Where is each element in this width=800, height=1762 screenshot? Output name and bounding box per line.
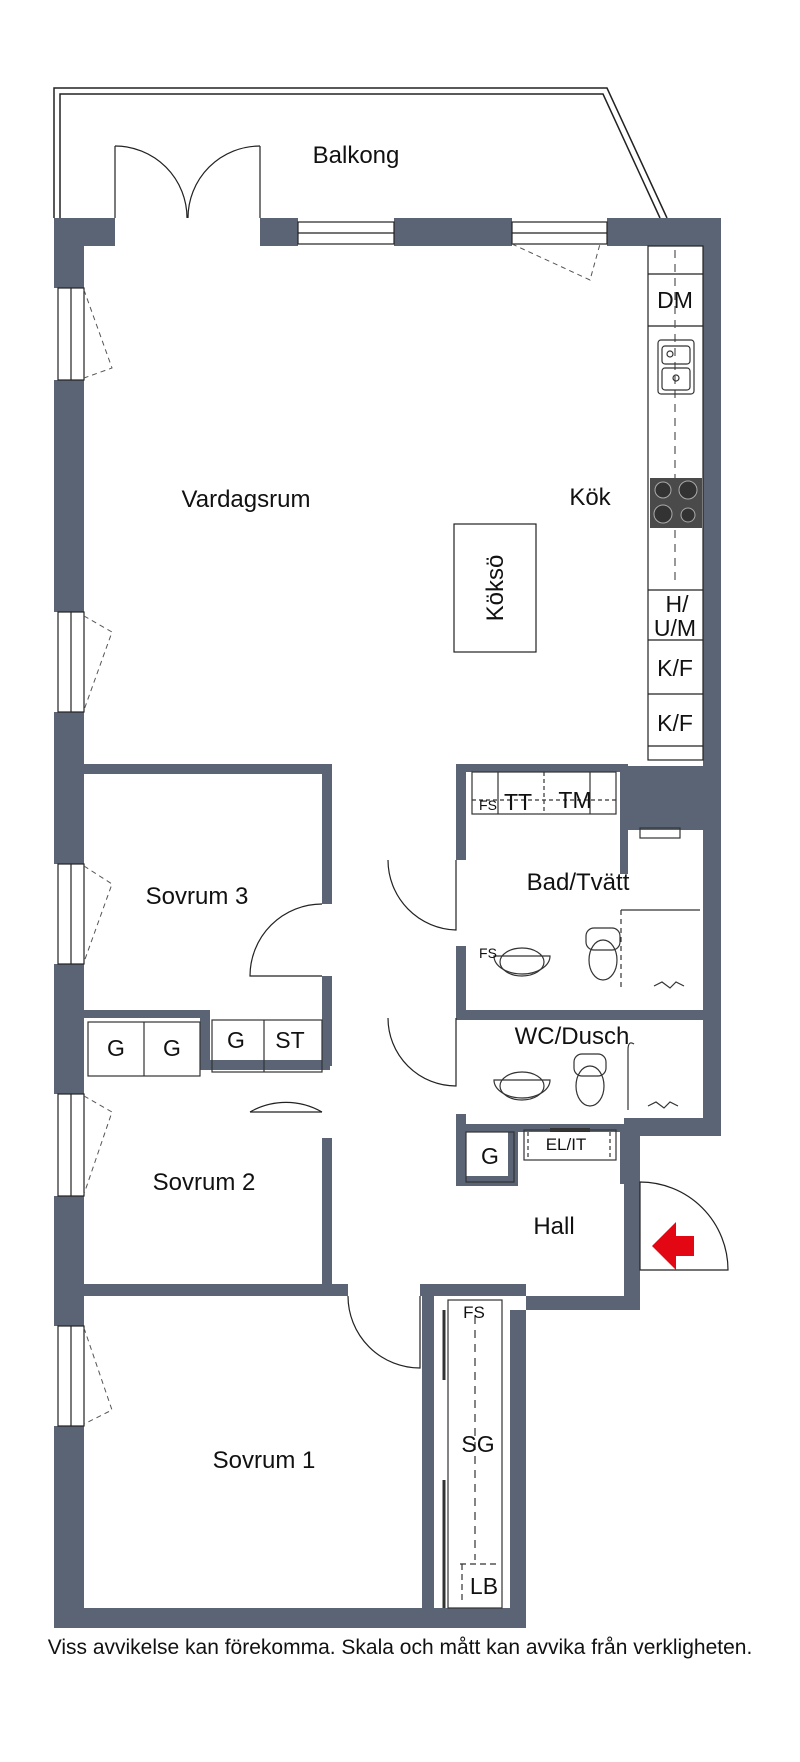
room-label-bad-tvatt: Bad/Tvätt [527, 869, 630, 896]
walls [54, 218, 721, 1628]
fixture-label-h: H/ [666, 591, 690, 617]
room-label-sovrum2: Sovrum 2 [153, 1169, 256, 1196]
fixture-label-g-1: G [107, 1035, 125, 1061]
windows [57, 221, 608, 1427]
kitchen-counter [647, 245, 704, 761]
fixture-label-kf-2: K/F [657, 710, 693, 736]
room-label-balkong: Balkong [313, 142, 400, 169]
disclaimer-text: Viss avvikelse kan förekomma. Skala och … [47, 1636, 753, 1659]
room-label-kok: Kök [569, 484, 611, 511]
bedroom-wardrobes [87, 1019, 503, 1609]
fixture-label-kf-1: K/F [657, 655, 693, 681]
fixture-label-g-hall: G [481, 1143, 499, 1169]
bath-fixtures [471, 771, 700, 1110]
fixture-label-lb: LB [470, 1573, 498, 1599]
hob-icon [650, 478, 702, 528]
fixture-label-st: ST [275, 1027, 304, 1053]
fixture-label-fs-bad2: FS [479, 945, 497, 961]
window-swing-marks [83, 243, 601, 1425]
hall-closets [465, 1128, 617, 1183]
fixture-label-g-2: G [163, 1035, 181, 1061]
fixture-label-tt: TT [504, 789, 532, 815]
room-label-vardagsrum: Vardagsrum [182, 486, 311, 513]
room-label-wc-dusch: WC/Dusch [515, 1023, 630, 1050]
kitchen-island [453, 523, 537, 653]
island-label: Köksö [482, 555, 509, 622]
fixture-label-tm: TM [558, 787, 591, 813]
room-label-hall: Hall [533, 1213, 574, 1240]
doors [249, 859, 729, 1369]
room-label-sovrum3: Sovrum 3 [146, 883, 249, 910]
fixture-label-sg: SG [461, 1431, 494, 1457]
fixture-label-um: U/M [654, 615, 696, 641]
fixture-label-dm: DM [657, 287, 693, 313]
fixture-label-el-it: EL/IT [546, 1135, 587, 1154]
balcony [53, 87, 668, 219]
sink-icon [657, 339, 695, 395]
balcony-door [114, 145, 261, 219]
fixture-label-fs-bad: FS [479, 797, 497, 813]
fixture-label-fs-sov1: FS [463, 1303, 485, 1322]
entrance-arrow-icon [652, 1222, 694, 1270]
fixture-label-g-3: G [227, 1027, 245, 1053]
room-label-sovrum1: Sovrum 1 [213, 1447, 316, 1474]
